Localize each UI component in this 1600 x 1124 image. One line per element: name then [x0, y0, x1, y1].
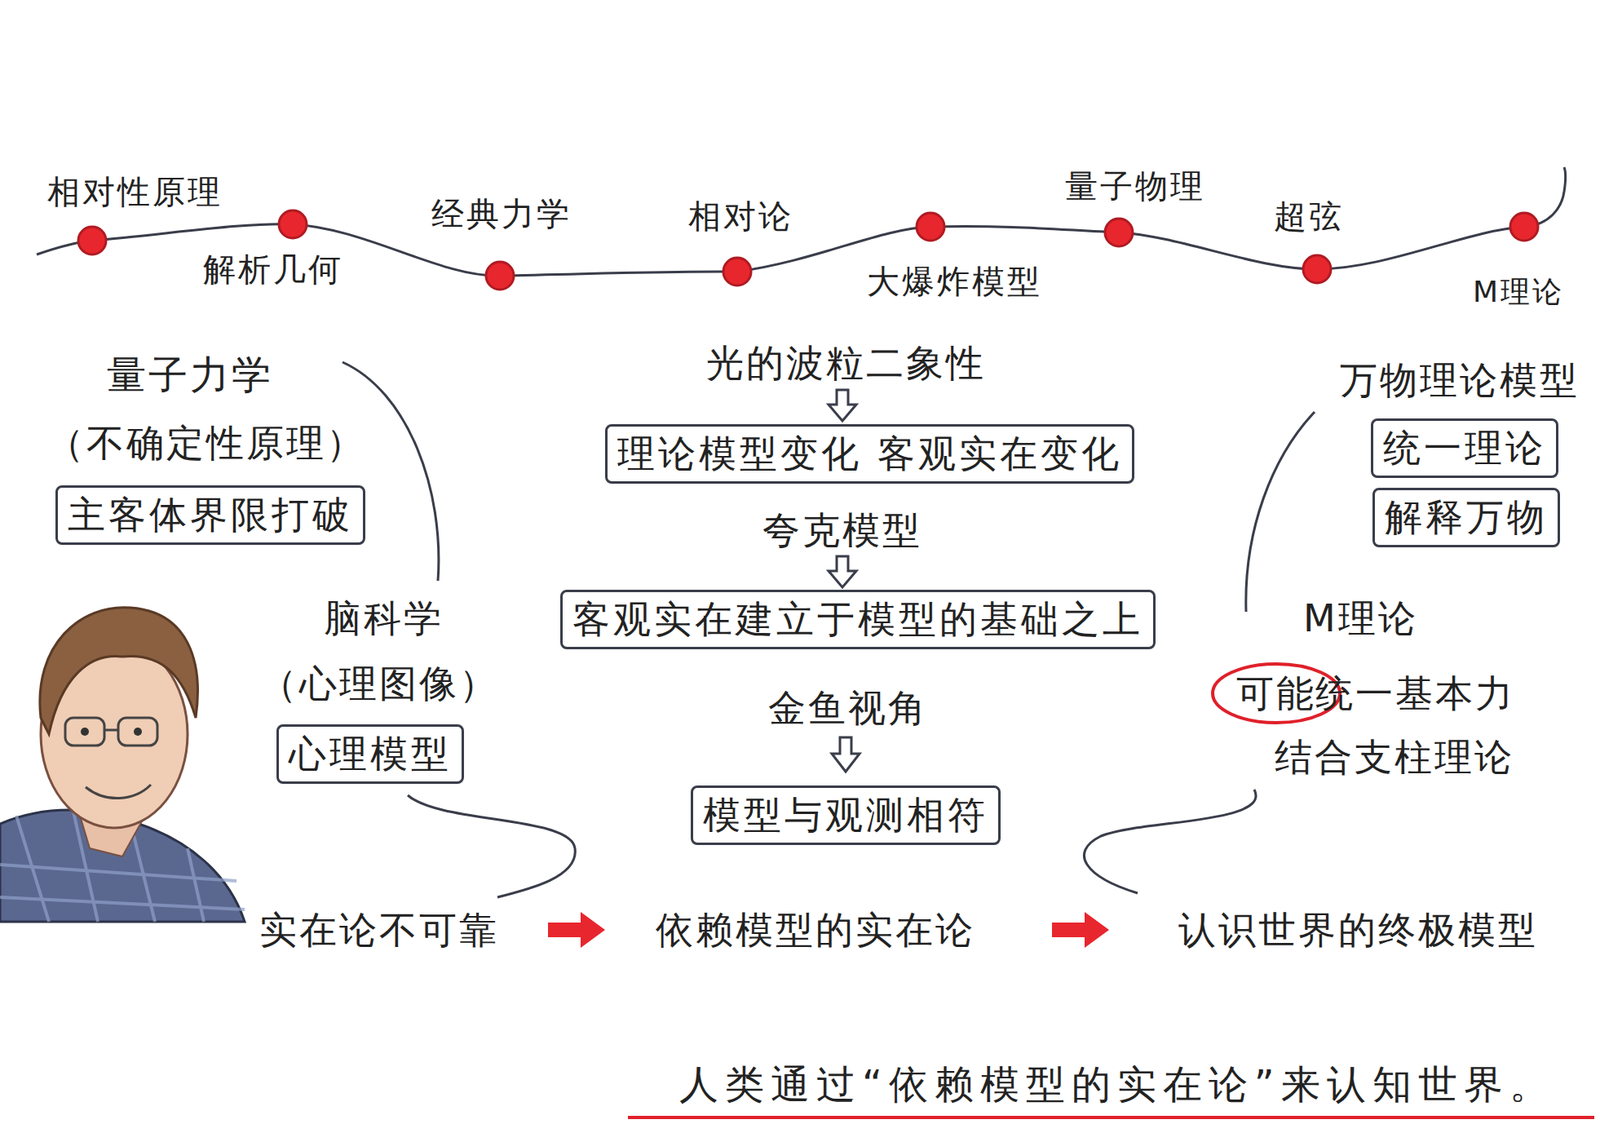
concept-box: 理论模型变化 客观实在变化 [605, 424, 1135, 484]
topic-heading: 脑科学 [323, 596, 444, 641]
concept-label: 金鱼视角 [768, 686, 929, 730]
note-text: 统一基本力 [1315, 671, 1516, 716]
conclusion-text: 依赖模型的实在论 [655, 908, 976, 952]
concept-box: 客观实在建立于模型的基础之上 [560, 589, 1156, 650]
concept-box: 心理模型 [276, 724, 465, 784]
box-text: 解释万物 [1384, 495, 1548, 540]
box-text: 理论模型变化 客观实在变化 [617, 431, 1123, 476]
timeline-label: 相对论 [688, 197, 794, 235]
topic-heading: 量子力学 [106, 352, 274, 398]
conclusion-text: 实在论不可靠 [259, 908, 500, 952]
topic-subheading: （心理图像） [259, 662, 500, 706]
topic-subheading: （不确定性原理） [46, 421, 367, 465]
concept-box: 主客体界限打破 [55, 485, 366, 545]
highlight-word: 可能 [1236, 671, 1317, 716]
timeline-label: 经典力学 [431, 194, 572, 233]
caption-underline [627, 1115, 1595, 1119]
portrait [0, 607, 245, 922]
box-text: 主客体界限打破 [67, 492, 354, 537]
timeline-label: 解析几何 [203, 250, 344, 288]
topic-heading: 万物理论模型 [1339, 358, 1580, 403]
timeline-label: M理论 [1472, 274, 1565, 309]
conclusion-text: 认识世界的终极模型 [1178, 908, 1539, 952]
box-text: 模型与观测相符 [702, 792, 989, 837]
leader-curves [342, 362, 1315, 898]
concept-label: 光的波粒二象性 [706, 341, 986, 385]
concept-box: 模型与观测相符 [690, 785, 1001, 845]
box-text: 心理模型 [288, 731, 452, 776]
box-text: 客观实在建立于模型的基础之上 [572, 596, 1144, 641]
note-text: 结合支柱理论 [1274, 735, 1515, 779]
box-text: 统一理论 [1383, 425, 1547, 470]
topic-heading: M理论 [1303, 596, 1419, 641]
timeline-label: 超弦 [1273, 197, 1344, 235]
concept-box: 解释万物 [1372, 487, 1561, 548]
timeline-label: 相对性原理 [47, 172, 223, 211]
timeline-label: 量子物理 [1065, 167, 1206, 205]
concept-label: 夸克模型 [762, 508, 923, 553]
concept-box: 统一理论 [1370, 418, 1559, 478]
caption: 人类通过“依赖模型的实在论”来认知世界。 [679, 1058, 1556, 1111]
timeline-label: 大爆炸模型 [866, 262, 1043, 301]
